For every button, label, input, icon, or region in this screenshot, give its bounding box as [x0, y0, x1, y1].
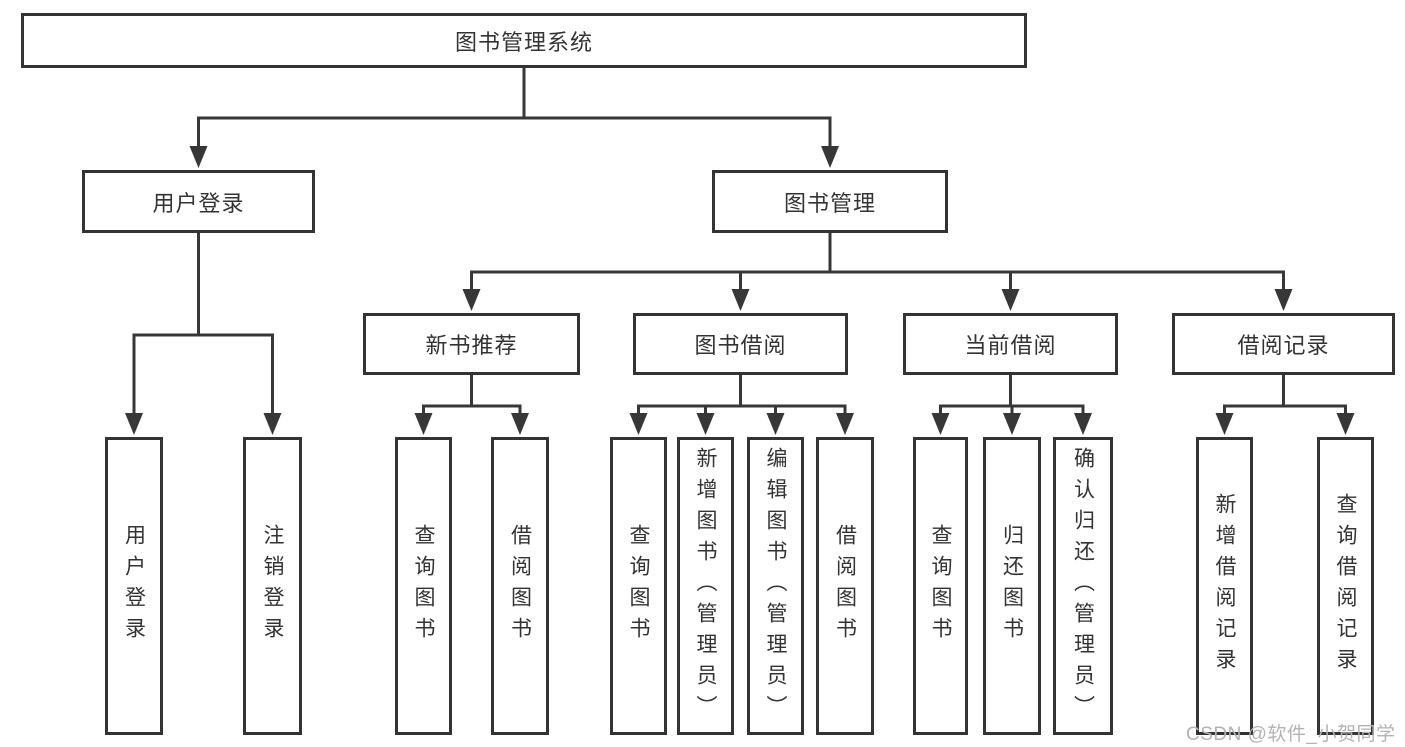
node-user-login: 用户登录 [82, 170, 315, 233]
node-leaf-logout: 注销登录 [243, 437, 302, 735]
node-leaf-user-login: 用户登录 [105, 437, 163, 735]
node-leaf-query-borrow-record: 查询借阅记录 [1317, 437, 1374, 735]
node-borrowing-records: 借阅记录 [1172, 313, 1395, 375]
node-leaf-borrow-books: 借阅图书 [816, 437, 874, 735]
node-leaf-confirm-return-admin: 确认归还（管理员） [1053, 437, 1113, 735]
node-root-system: 图书管理系统 [21, 13, 1027, 68]
node-current-borrowing: 当前借阅 [903, 313, 1118, 375]
node-leaf-add-books-admin: 新增图书（管理员） [677, 437, 734, 735]
node-leaf-query-books-current: 查询图书 [913, 437, 968, 735]
csdn-watermark: CSDN @软件_小贺同学 [1186, 724, 1396, 745]
node-leaf-query-books-recommend: 查询图书 [395, 437, 452, 735]
node-leaf-borrow-books-recommend: 借阅图书 [491, 437, 549, 735]
node-leaf-query-books-borrowing: 查询图书 [610, 437, 667, 735]
node-leaf-add-borrow-record: 新增借阅记录 [1196, 437, 1253, 735]
node-book-management: 图书管理 [712, 170, 948, 233]
node-leaf-return-books: 归还图书 [983, 437, 1041, 735]
node-leaf-edit-books-admin: 编辑图书（管理员） [747, 437, 804, 735]
node-book-borrowing: 图书借阅 [633, 313, 848, 375]
node-new-book-recommend: 新书推荐 [363, 313, 580, 375]
